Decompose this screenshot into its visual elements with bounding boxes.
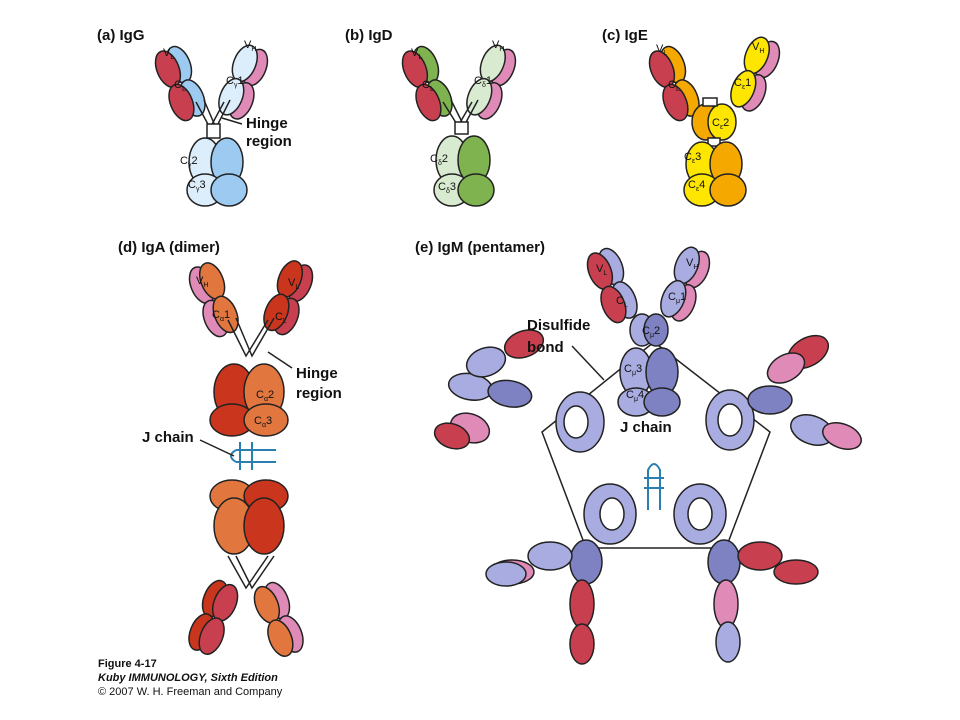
ige-molecule <box>648 36 781 207</box>
igg-c2-label: Cγ2 <box>180 155 198 169</box>
igm-jchain-label: J chain <box>620 419 672 436</box>
igd-vh-label: VH <box>492 39 504 53</box>
igg-cl-label: CL <box>174 79 186 93</box>
panel-iga: (d) IgA (dimer) <box>118 239 342 657</box>
panel-igm: (e) IgM (pentamer) <box>415 239 862 665</box>
panel-igd: (b) IgD VL CL VH Cδ1 <box>345 27 517 207</box>
igm-vl-label: VL <box>596 263 607 277</box>
igg-c1-label: Cγ1 <box>226 75 244 89</box>
igm-disulfide-label-2: bond <box>527 339 564 356</box>
igd-molecule <box>401 44 517 207</box>
igd-cl-label: CL <box>422 79 434 93</box>
igm-c4-label: Cμ4 <box>626 389 644 403</box>
panel-title-igd: (b) IgD <box>345 27 393 44</box>
ige-vh-label: VH <box>752 41 764 55</box>
caption-figure-number: Figure 4-17 <box>98 658 157 670</box>
iga-molecule <box>188 260 314 657</box>
ige-c2-label: Cε2 <box>712 117 729 131</box>
igg-hinge-label-2: region <box>246 133 292 150</box>
ige-vl-label: VL <box>656 43 667 57</box>
igg-hinge-label-1: Hinge <box>246 115 288 132</box>
igd-c2-label: Cδ2 <box>430 153 448 167</box>
iga-vh-label: VH <box>196 275 208 289</box>
iga-cl-label: CL <box>275 311 287 325</box>
igm-cl-label: CL <box>616 295 628 309</box>
igm-vh-label: VH <box>686 257 698 271</box>
igm-molecule <box>433 246 862 665</box>
igd-vl-label: VL <box>411 47 422 61</box>
igm-disulfide-label-1: Disulfide <box>527 317 590 334</box>
iga-hinge-label-1: Hinge <box>296 365 338 382</box>
igg-molecule <box>154 44 269 207</box>
panel-title-iga: (d) IgA (dimer) <box>118 239 220 256</box>
ige-c1-label: Cε1 <box>734 77 751 91</box>
figure-caption: Figure 4-17 Kuby IMMUNOLOGY, Sixth Editi… <box>98 657 358 699</box>
panel-igg: (a) IgG V <box>97 27 292 207</box>
iga-vl-label: VL <box>288 277 299 291</box>
igg-c3-label: Cγ3 <box>188 179 206 193</box>
igg-vl-label: VL <box>163 47 174 61</box>
caption-copyright: © 2007 W. H. Freeman and Company <box>98 686 283 698</box>
igm-c2-label: Cμ2 <box>642 325 660 339</box>
caption-book-title: Kuby IMMUNOLOGY, Sixth Edition <box>98 672 278 684</box>
ige-cl-label: CL <box>668 79 680 93</box>
iga-c2-label: Cα2 <box>256 389 274 403</box>
iga-jchain-label: J chain <box>142 429 194 446</box>
igd-c3-label: Cδ3 <box>438 181 456 195</box>
panel-title-ige: (c) IgE <box>602 27 648 44</box>
iga-c1-label: Cα1 <box>212 309 230 323</box>
ige-c3-label: Cε3 <box>684 151 701 165</box>
iga-hinge-label-2: region <box>296 385 342 402</box>
ige-c4-label: Cε4 <box>688 179 705 193</box>
panel-ige: (c) IgE VL CL VH C <box>602 27 781 207</box>
igd-c1-label: Cδ1 <box>474 75 492 89</box>
iga-c3-label: Cα3 <box>254 415 272 429</box>
panel-title-igm: (e) IgM (pentamer) <box>415 239 545 256</box>
panel-title-igg: (a) IgG <box>97 27 145 44</box>
igg-vh-label: VH <box>244 39 256 53</box>
igm-c3-label: Cμ3 <box>624 363 642 377</box>
igm-c1-label: Cμ1 <box>668 291 686 305</box>
